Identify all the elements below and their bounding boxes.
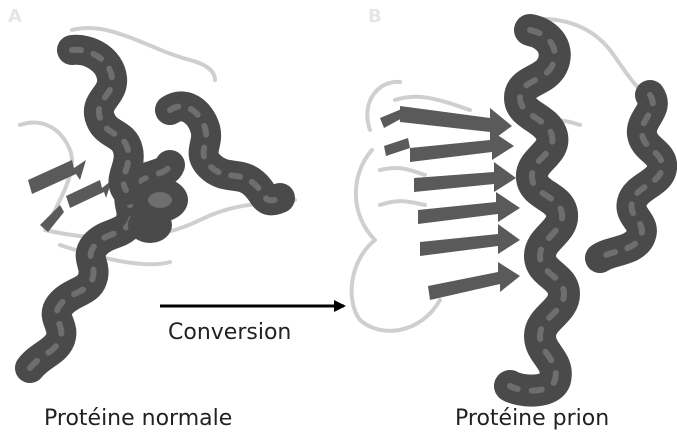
panel-letter-a: A [8,6,22,27]
normal-helix-right [170,106,280,200]
prion-protein-caption: Protéine prion [455,406,609,431]
normal-beta-strands [28,160,112,232]
prion-protein-structure [352,19,663,391]
conversion-label: Conversion [168,320,291,345]
normal-protein-caption: Protéine normale [44,406,232,431]
normal-protein-structure [20,28,295,368]
normal-helix-center [128,178,188,243]
panel-letter-b: B [368,6,382,27]
prion-helix-long [510,30,564,391]
prion-helix-right [600,95,662,258]
